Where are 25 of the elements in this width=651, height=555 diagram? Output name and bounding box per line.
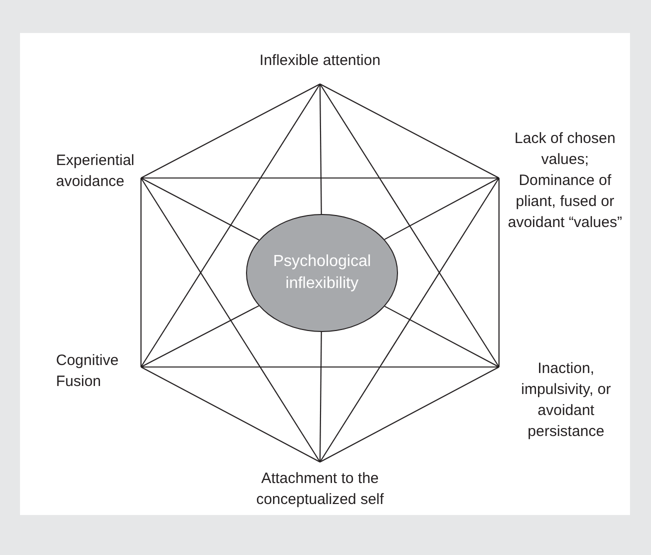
connector-line <box>140 178 142 367</box>
connector-line <box>320 84 500 178</box>
connector-line <box>384 306 500 368</box>
connector-line <box>140 178 260 240</box>
connector-line <box>498 178 500 367</box>
connector-line <box>140 84 320 368</box>
vertex-label: Attachment to the conceptualized self <box>255 469 385 510</box>
connector-line <box>320 84 500 368</box>
vertex-label: Inflexible attention <box>258 50 382 70</box>
connector-line <box>319 84 322 214</box>
connector-line <box>141 366 499 368</box>
vertex-label: Cognitive Fusion <box>56 351 120 392</box>
vertex-label: Inaction, impulsivity, or avoidant persistance <box>520 359 612 442</box>
concept-label: Psychological inflexibility <box>272 252 372 294</box>
vertex-label: Lack of chosen values; Dominance of pliant, fused or avoidant “values” <box>506 128 624 232</box>
connector-line <box>140 84 320 178</box>
vertex-label: Experiential avoidance <box>56 151 136 192</box>
connector-line <box>319 332 322 462</box>
connector-line <box>140 366 320 462</box>
connector-line <box>384 178 500 240</box>
connector-line <box>141 177 499 179</box>
connector-line <box>320 178 500 462</box>
connector-line <box>140 178 320 462</box>
connector-line <box>140 305 260 368</box>
connector-line <box>320 366 500 462</box>
